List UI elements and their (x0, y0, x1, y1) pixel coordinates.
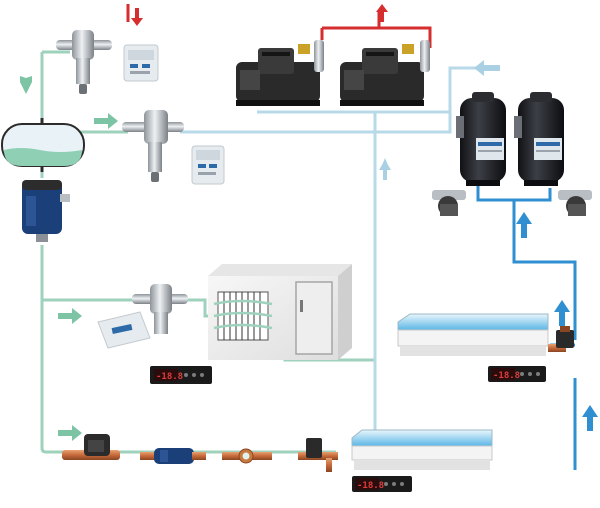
flow-arrow-icon (379, 60, 500, 180)
flow-arrow-icon (131, 4, 388, 26)
flow-arrow-icon (20, 76, 118, 441)
lower-case-display-digits: -18.8 (357, 481, 384, 491)
electronic-controller-icon (97, 311, 151, 349)
blue-line-piping (476, 186, 577, 470)
semi-hermetic-compressor-icon (236, 40, 324, 106)
expansion-valve-icon (122, 110, 184, 182)
flow-arrow-icon (516, 212, 598, 431)
discharge-line-piping (126, 4, 432, 48)
expansion-valve-icon (56, 30, 112, 94)
scroll-compressor-icon (456, 92, 506, 186)
solenoid-valve-icon (432, 190, 466, 216)
expansion-valve-icon (132, 284, 188, 334)
electronic-controller-icon (123, 44, 159, 82)
solenoid-valve-icon (298, 438, 338, 472)
evaporator-coil-icon (213, 291, 273, 341)
scroll-compressor-icon (514, 92, 564, 186)
upper-case-display-digits: -18.8 (493, 371, 520, 381)
liquid-receiver-icon (1, 118, 85, 172)
refrigerated-display-case-icon (397, 313, 549, 356)
filter-drier-icon (140, 448, 206, 464)
electronic-controller-icon (191, 145, 225, 185)
solenoid-valve-icon (558, 190, 592, 216)
temperature-display-icon: -18.8 (150, 366, 212, 384)
solenoid-valve-icon (548, 326, 574, 352)
cold-room-display-digits: -18.8 (156, 372, 183, 382)
semi-hermetic-compressor-icon (340, 40, 430, 106)
filter-drier-icon (22, 180, 70, 242)
temperature-display-icon: -18.8 (488, 366, 546, 382)
solenoid-valve-icon (62, 434, 120, 460)
suction-line-piping (180, 66, 498, 448)
refrigerated-display-case-icon (351, 429, 493, 470)
temperature-display-icon: -18.8 (352, 476, 412, 492)
sight-glass-icon (222, 448, 272, 464)
cold-room-icon (208, 264, 352, 360)
